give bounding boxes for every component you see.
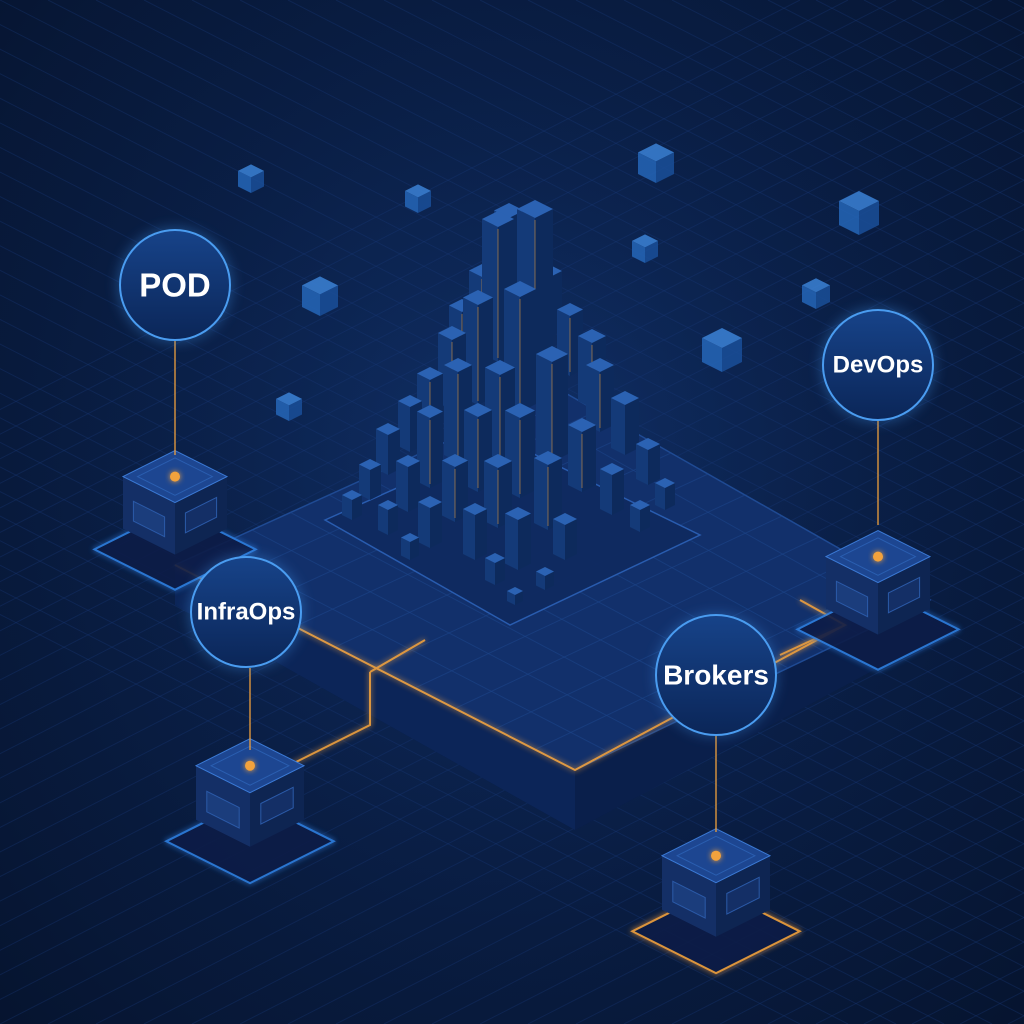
bar xyxy=(342,490,362,520)
bar xyxy=(586,358,614,432)
server-cubes xyxy=(92,450,961,975)
bar xyxy=(417,405,443,488)
server-cube-icon xyxy=(164,738,336,885)
bar xyxy=(396,455,420,512)
node-brokers: Brokers xyxy=(654,613,778,832)
floating-cube-icon xyxy=(632,234,658,263)
bar xyxy=(378,500,398,535)
bar xyxy=(359,459,381,500)
bar xyxy=(401,533,419,560)
bar xyxy=(630,500,650,532)
bar xyxy=(600,463,624,515)
bar xyxy=(655,478,675,510)
floating-cube-icon xyxy=(702,328,742,372)
bar xyxy=(484,454,512,528)
floating-cube-icon xyxy=(638,143,674,183)
bar xyxy=(553,513,577,560)
brokers-label: Brokers xyxy=(663,660,769,691)
floating-cube-icon xyxy=(839,191,879,235)
pod-label: POD xyxy=(139,267,211,304)
node-pod: POD xyxy=(117,227,233,455)
bar xyxy=(536,346,568,462)
bar xyxy=(507,587,523,605)
devops-label: DevOps xyxy=(833,352,924,379)
bar-cluster-icon xyxy=(342,200,675,605)
floating-cubes xyxy=(238,143,879,421)
floating-cube-icon xyxy=(238,164,264,193)
server-cube-icon xyxy=(630,828,802,975)
bar xyxy=(418,496,442,548)
bar xyxy=(485,553,505,585)
bar xyxy=(536,567,554,590)
floating-cube-icon xyxy=(802,278,830,309)
server-cube-icon xyxy=(795,530,961,671)
bar xyxy=(505,507,531,570)
bar xyxy=(442,454,468,522)
bar xyxy=(636,438,660,485)
infraops-label: InfraOps xyxy=(197,599,296,626)
floating-cube-icon xyxy=(276,392,302,421)
floating-cube-icon xyxy=(405,184,431,213)
server-cube-icon xyxy=(92,450,258,591)
bar xyxy=(463,503,487,560)
node-infraops: InfraOps xyxy=(188,554,304,750)
floating-cube-icon xyxy=(302,276,338,316)
bar xyxy=(568,418,596,492)
bar xyxy=(611,391,639,455)
node-devops: DevOps xyxy=(820,307,936,525)
bar xyxy=(534,451,562,530)
